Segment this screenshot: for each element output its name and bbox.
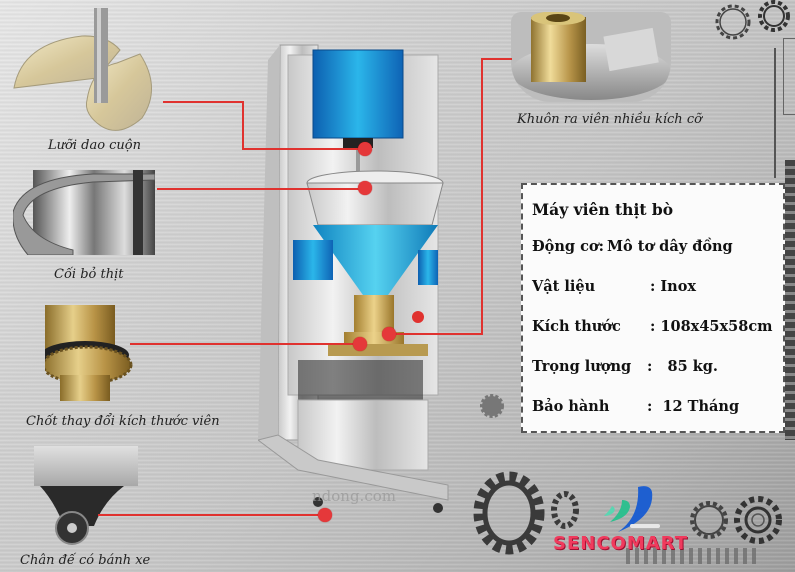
brass-gear-icon — [45, 305, 133, 401]
spec-label: Động cơ: — [532, 238, 604, 255]
spec-panel: Máy viên thịt bò Động cơ: Mô tơ dây đồng… — [521, 183, 785, 433]
spec-value: Mô tơ dây đồng — [607, 238, 733, 255]
spec-label: Trọng lượng — [532, 358, 632, 375]
meatball-machine-icon — [256, 44, 449, 513]
callout-line-bowl — [157, 188, 367, 190]
meatball-machine-image — [256, 40, 458, 515]
spec-row-dimensions: Kích thước : 108x45x58cm — [532, 308, 783, 348]
callout-line-gear — [130, 343, 360, 345]
callout-dot-caster — [318, 508, 332, 522]
callout-line-auger — [242, 148, 367, 150]
callout-dot-auger — [358, 142, 372, 156]
gear-icon — [551, 491, 579, 529]
spec-label: Kích thước — [532, 318, 621, 335]
caster-wheel-icon — [34, 446, 138, 545]
spec-value: : Inox — [650, 278, 697, 295]
spec-label: Vật liệu — [532, 278, 596, 295]
brass-mold-icon — [511, 12, 671, 102]
gear-icon — [473, 471, 545, 555]
part-caption: Chốt thay đổi kích thước viên — [26, 414, 220, 429]
gear-icon — [690, 501, 728, 539]
callout-line-caster — [98, 514, 330, 516]
spec-row-motor: Động cơ: Mô tơ dây đồng — [532, 228, 783, 268]
callout-line-mold — [481, 58, 483, 334]
spec-row-material: Vật liệu : Inox — [532, 268, 783, 308]
product-title: Máy viên thịt bò — [532, 200, 674, 219]
callout-line-auger — [163, 101, 243, 103]
callout-line-mold — [482, 58, 512, 60]
callout-line-auger — [242, 101, 244, 149]
callout-dot-gear — [353, 337, 367, 351]
spec-value: : 85 kg. — [647, 358, 718, 375]
circuit-line — [774, 48, 776, 178]
watermark-text: ndong.com — [312, 487, 396, 505]
swoosh-logo-icon — [604, 486, 660, 532]
gear-icon — [480, 394, 504, 418]
callout-dot-mold — [382, 327, 396, 341]
part-caption: Chân đế có bánh xe — [20, 553, 151, 568]
callout-line-mold — [395, 333, 483, 335]
brand-name: SENCOMART — [553, 533, 689, 554]
auger-blade-icon — [13, 8, 152, 131]
brass-mold-image — [511, 12, 671, 102]
spec-label: Bảo hành — [532, 398, 610, 415]
circuit-line — [783, 38, 795, 115]
spec-value: : 108x45x58cm — [650, 318, 773, 335]
part-caption: Lưỡi dao cuộn — [48, 138, 142, 153]
part-caption: Khuôn ra viên nhiều kích cỡ — [517, 112, 702, 127]
spec-row-weight: Trọng lượng : 85 kg. — [532, 348, 783, 388]
part-caption: Cối bỏ thịt — [54, 267, 124, 282]
brass-gear-image — [45, 305, 133, 403]
auger-blade-image — [12, 8, 157, 133]
caster-wheel-image — [34, 446, 142, 546]
spec-row-warranty: Bảo hành : 12 Tháng — [532, 388, 783, 428]
gear-icon — [734, 496, 782, 544]
hopper-bowl-icon — [13, 170, 155, 255]
hopper-bowl-image — [13, 170, 155, 255]
circuit-bars — [626, 548, 756, 564]
gear-icon — [715, 4, 751, 40]
circuit-block — [785, 160, 795, 440]
gear-icon — [758, 0, 790, 32]
spec-value: : 12 Tháng — [647, 398, 740, 415]
callout-dot-bowl — [358, 181, 372, 195]
